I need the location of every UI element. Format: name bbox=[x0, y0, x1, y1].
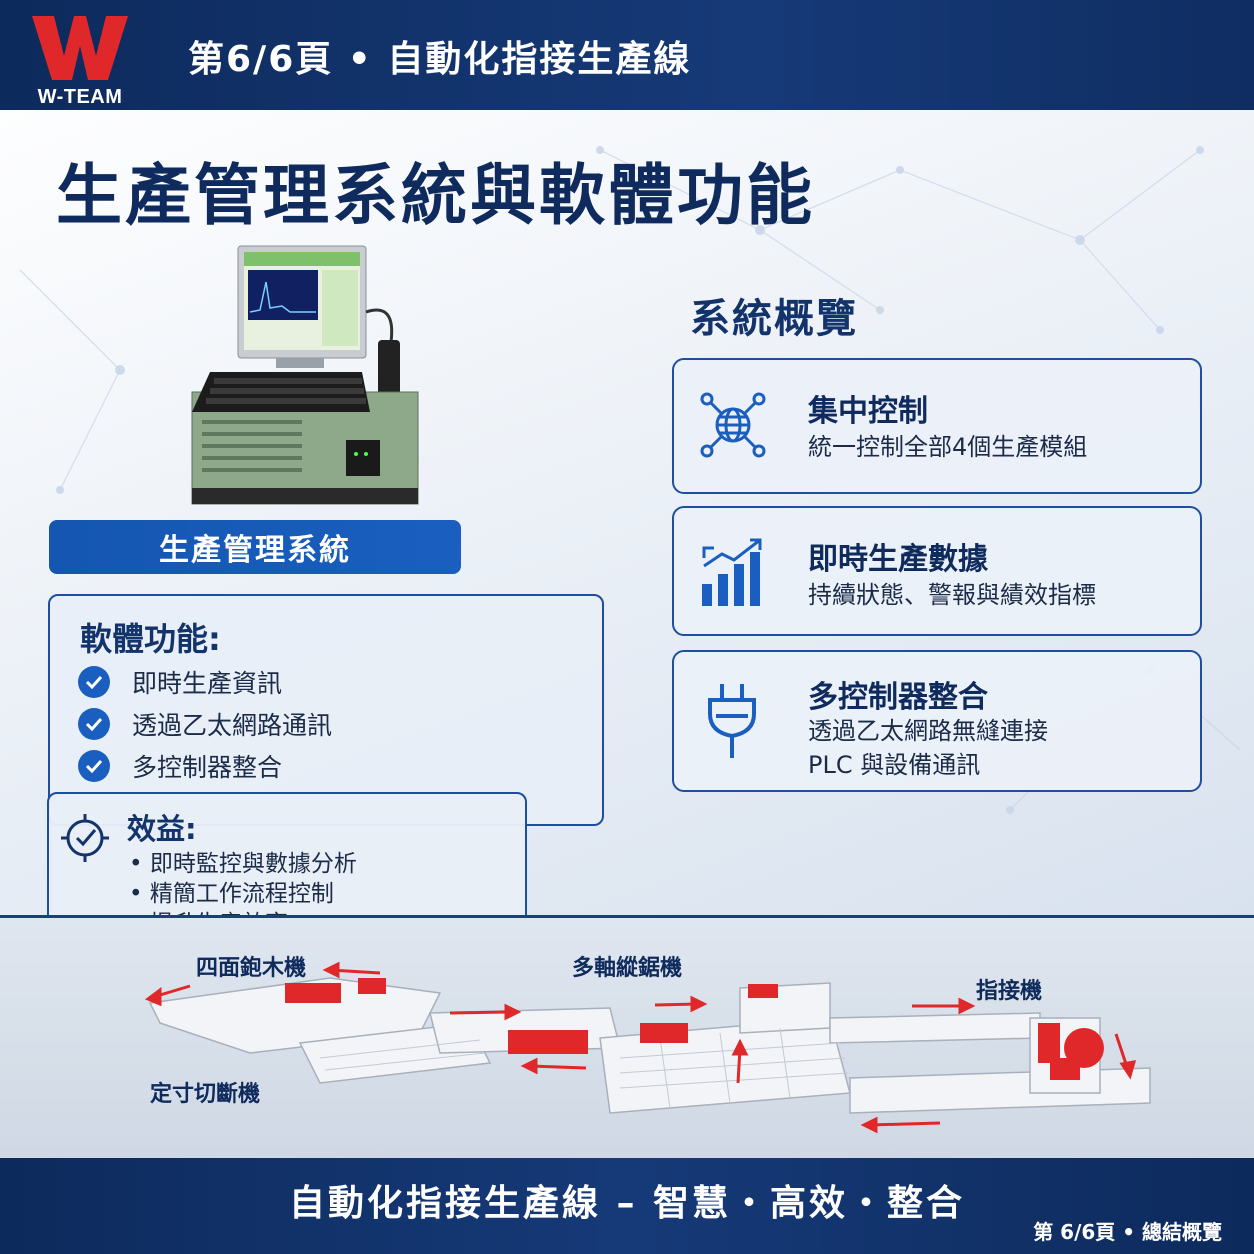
card-title: 即時生產數據 bbox=[808, 542, 988, 577]
overview-card-realtime-data: 即時生產數據 持續狀態、警報與績效指標 bbox=[672, 506, 1202, 636]
machine-label-rip-saw: 多軸縱鋸機 bbox=[572, 956, 683, 981]
header-title: 第6/6頁 • 自動化指接生產線 bbox=[188, 39, 692, 80]
machine-label-finger-jointer: 指接機 bbox=[976, 979, 1043, 1004]
industrial-computer-image bbox=[186, 242, 426, 510]
machine-label-planer: 四面鉋木機 bbox=[196, 956, 307, 981]
w-team-logo: W-TEAM bbox=[28, 10, 132, 108]
card-title: 多控制器整合 bbox=[808, 680, 988, 715]
feature-text: 即時生產資訊 bbox=[132, 669, 283, 698]
overview-card-multi-controller: 多控制器整合 透過乙太網路無縫連接 PLC 與設備通訊 bbox=[672, 650, 1202, 792]
bar-chart-icon bbox=[698, 536, 768, 612]
plug-icon bbox=[698, 682, 768, 766]
card-title: 集中控制 bbox=[808, 394, 928, 429]
network-globe-icon bbox=[698, 390, 768, 464]
check-icon bbox=[78, 708, 110, 740]
benefits-title: 效益: bbox=[127, 812, 197, 846]
feature-item: 即時生產資訊 bbox=[78, 664, 282, 700]
benefit-item: • 即時監控與數據分析 bbox=[129, 851, 357, 877]
feature-item: 透過乙太網路通訊 bbox=[78, 706, 332, 742]
page-title: 生產管理系統與軟體功能 bbox=[56, 157, 815, 234]
header-bar: W-TEAM 第6/6頁 • 自動化指接生產線 bbox=[0, 0, 1254, 110]
target-check-icon bbox=[61, 810, 111, 868]
benefit-item: • 精簡工作流程控制 bbox=[129, 881, 334, 907]
card-desc: 持續狀態、警報與績效指標 bbox=[808, 581, 1096, 609]
feature-item: 多控制器整合 bbox=[78, 748, 282, 784]
card-desc: 透過乙太網路無縫連接 bbox=[808, 717, 1048, 745]
footer-title: 自動化指接生產線 – 智慧・高效・整合 bbox=[288, 1183, 966, 1224]
system-label: 生產管理系統 bbox=[49, 520, 461, 574]
production-line-illustration: 四面鉋木機 多軸縱鋸機 指接機 定寸切斷機 bbox=[0, 915, 1254, 1158]
machine-label-cut-off-saw: 定寸切斷機 bbox=[150, 1082, 261, 1107]
footer-bar: 自動化指接生產線 – 智慧・高效・整合 第 6/6頁 • 總結概覽 bbox=[0, 1158, 1254, 1254]
feature-text: 透過乙太網路通訊 bbox=[132, 711, 333, 740]
page-indicator: 第 6/6頁 • 總結概覽 bbox=[1033, 1220, 1222, 1244]
check-icon bbox=[78, 666, 110, 698]
features-title: 軟體功能: bbox=[80, 620, 221, 658]
software-features-box: 軟體功能: 即時生產資訊 透過乙太網路通訊 多控制器整合 bbox=[48, 594, 604, 826]
overview-card-centralized-control: 集中控制 統一控制全部4個生產模組 bbox=[672, 358, 1202, 494]
check-icon bbox=[78, 750, 110, 782]
card-desc: PLC 與設備通訊 bbox=[808, 751, 981, 779]
logo-text: W-TEAM bbox=[37, 86, 123, 108]
card-desc: 統一控制全部4個生產模組 bbox=[808, 433, 1088, 461]
overview-title: 系統概覽 bbox=[690, 296, 858, 342]
feature-text: 多控制器整合 bbox=[132, 753, 283, 782]
